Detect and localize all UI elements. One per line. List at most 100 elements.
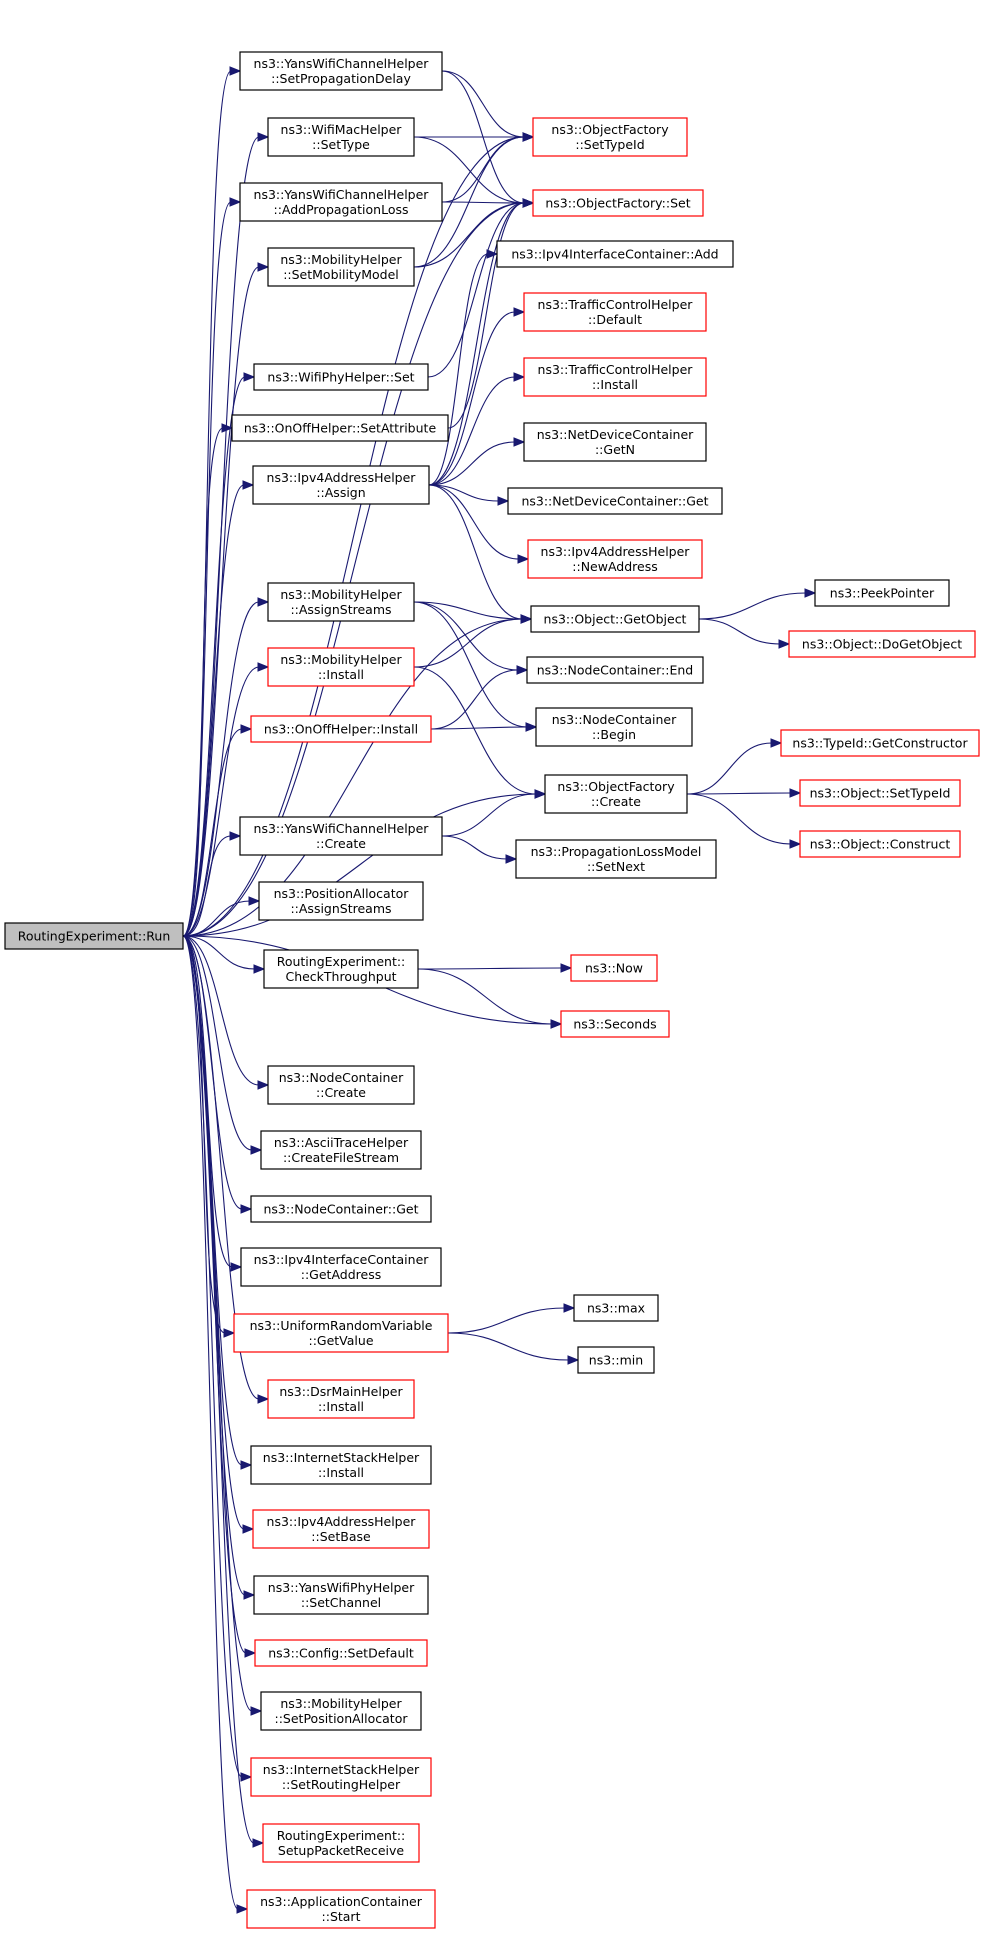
node-box — [267, 1065, 415, 1105]
node-peekpointer[interactable]: ns3::PeekPointer — [814, 579, 950, 607]
edge-root-to-yans-apl — [182, 197, 242, 937]
edge-root-to-appc-start — [182, 935, 249, 1914]
node-of-create[interactable]: ns3::ObjectFactory::Create — [544, 774, 688, 814]
node-config-sd[interactable]: ns3::Config::SetDefault — [254, 1639, 428, 1667]
node-posalloc[interactable]: ns3::PositionAllocator::AssignStreams — [258, 881, 424, 921]
node-ascii[interactable]: ns3::AsciiTraceHelper::CreateFileStream — [260, 1130, 422, 1170]
node-label: ns3::TrafficControlHelper — [538, 362, 694, 377]
node-obj-construct[interactable]: ns3::Object::Construct — [799, 830, 961, 858]
node-box — [267, 582, 415, 622]
node-label: ::Create — [316, 836, 366, 851]
node-appc-start[interactable]: ns3::ApplicationContainer::Start — [246, 1889, 436, 1929]
node-label: ::SetBase — [311, 1529, 371, 1544]
node-label: ns3::InternetStackHelper — [263, 1762, 420, 1777]
node-label: ns3::TypeId::GetConstructor — [792, 736, 968, 751]
node-obj-settypeid[interactable]: ns3::Object::SetTypeId — [799, 779, 961, 807]
node-ipv4ic-ga[interactable]: ns3::Ipv4InterfaceContainer::GetAddress — [240, 1247, 442, 1287]
node-max[interactable]: ns3::max — [573, 1294, 659, 1322]
node-label: ns3::MobilityHelper — [280, 1696, 402, 1711]
node-min[interactable]: ns3::min — [577, 1346, 655, 1374]
node-label: ::AssignStreams — [290, 602, 391, 617]
node-box — [515, 839, 717, 879]
edge-ipv4ah-assign-to-ndc-get — [428, 484, 510, 506]
node-label: ::Default — [588, 312, 642, 327]
node-ipv4ah-assign[interactable]: ns3::Ipv4AddressHelper::Assign — [252, 465, 430, 505]
edge-yans-create-to-of-create — [441, 789, 547, 837]
node-yans-apl[interactable]: ns3::YansWifiChannelHelper::AddPropagati… — [239, 182, 443, 222]
node-yansphy-sc[interactable]: ns3::YansWifiPhyHelper::SetChannel — [253, 1575, 429, 1615]
node-of-settypeid[interactable]: ns3::ObjectFactory::SetTypeId — [532, 117, 688, 157]
node-label: ns3::AsciiTraceHelper — [274, 1135, 409, 1150]
node-nc-begin[interactable]: ns3::NodeContainer::Begin — [535, 707, 693, 747]
node-now[interactable]: ns3::Now — [570, 954, 658, 982]
edge-yans-apl-to-of-settypeid — [441, 132, 535, 203]
node-of-set[interactable]: ns3::ObjectFactory::Set — [532, 189, 704, 217]
node-mob-smm[interactable]: ns3::MobilityHelper::SetMobilityModel — [267, 247, 415, 287]
node-ipv4ic-add[interactable]: ns3::Ipv4InterfaceContainer::Add — [496, 240, 734, 268]
node-label: ns3::ObjectFactory — [557, 779, 675, 794]
node-checkthr[interactable]: RoutingExperiment::CheckThroughput — [263, 949, 419, 989]
node-box — [523, 357, 707, 397]
node-box — [799, 830, 961, 858]
node-yans-spd[interactable]: ns3::YansWifiChannelHelper::SetPropagati… — [239, 51, 443, 91]
node-label: ns3::UniformRandomVariable — [250, 1318, 433, 1333]
node-box — [250, 1195, 432, 1223]
node-nc-end[interactable]: ns3::NodeContainer::End — [526, 656, 704, 684]
node-yans-create[interactable]: ns3::YansWifiChannelHelper::Create — [239, 816, 443, 856]
node-obj-getobject[interactable]: ns3::Object::GetObject — [530, 605, 700, 633]
node-label: ::Install — [318, 667, 364, 682]
node-ndc-get[interactable]: ns3::NetDeviceContainer::Get — [507, 487, 723, 515]
node-onoff-install[interactable]: ns3::OnOffHelper::Install — [250, 715, 432, 743]
node-label: ::GetN — [595, 442, 635, 457]
node-ipv4ah-sb[interactable]: ns3::Ipv4AddressHelper::SetBase — [252, 1509, 430, 1549]
node-plm-setnext[interactable]: ns3::PropagationLossModel::SetNext — [515, 839, 717, 879]
node-label: ::Assign — [316, 485, 365, 500]
node-nc-create[interactable]: ns3::NodeContainer::Create — [267, 1065, 415, 1105]
edge-checkthr-to-seconds — [417, 968, 563, 1029]
node-box — [262, 1823, 420, 1863]
node-box — [814, 579, 950, 607]
node-tch-install[interactable]: ns3::TrafficControlHelper::Install — [523, 357, 707, 397]
edge-ipv4ah-assign-to-ipv4ic-add — [428, 249, 499, 486]
edge-root-to-ipv4ic-ga — [182, 935, 243, 1272]
node-box — [535, 707, 693, 747]
node-seconds[interactable]: ns3::Seconds — [560, 1010, 670, 1038]
node-box — [239, 816, 443, 856]
node-obj-dogetobject[interactable]: ns3::Object::DoGetObject — [788, 630, 976, 658]
node-mob-spa[interactable]: ns3::MobilityHelper::SetPositionAllocato… — [260, 1691, 422, 1731]
node-nc-get[interactable]: ns3::NodeContainer::Get — [250, 1195, 432, 1223]
node-ish-srh[interactable]: ns3::InternetStackHelper::SetRoutingHelp… — [250, 1757, 432, 1797]
node-ipv4ah-na[interactable]: ns3::Ipv4AddressHelper::NewAddress — [527, 539, 703, 579]
edge-yans-spd-to-of-settypeid — [441, 70, 535, 142]
node-label: ns3::Ipv4AddressHelper — [267, 1514, 417, 1529]
node-wifimac[interactable]: ns3::WifiMacHelper::SetType — [267, 117, 415, 157]
node-label: ns3::NodeContainer::End — [537, 663, 693, 678]
node-box — [254, 1639, 428, 1667]
node-mob-as[interactable]: ns3::MobilityHelper::AssignStreams — [267, 582, 415, 622]
node-box — [507, 487, 723, 515]
node-dsr[interactable]: ns3::DsrMainHelper::Install — [267, 1379, 415, 1419]
node-setup-pr[interactable]: RoutingExperiment::SetupPacketReceive — [262, 1823, 420, 1863]
node-label: ::SetChannel — [301, 1595, 381, 1610]
node-label: ns3::Ipv4AddressHelper — [541, 544, 691, 559]
node-ish-install[interactable]: ns3::InternetStackHelper::Install — [250, 1445, 432, 1485]
node-onoff-sa[interactable]: ns3::OnOffHelper::SetAttribute — [231, 414, 449, 442]
node-label: ns3::YansWifiChannelHelper — [254, 821, 430, 836]
node-tch-default[interactable]: ns3::TrafficControlHelper::Default — [523, 292, 707, 332]
node-box — [250, 1445, 432, 1485]
node-wifiphy-set[interactable]: ns3::WifiPhyHelper::Set — [253, 363, 429, 391]
node-urv[interactable]: ns3::UniformRandomVariable::GetValue — [233, 1313, 449, 1353]
edge-root-to-yans-spd — [182, 66, 242, 937]
node-label: ::SetMobilityModel — [283, 267, 399, 282]
node-box — [246, 1889, 436, 1929]
node-typeid-gc[interactable]: ns3::TypeId::GetConstructor — [780, 729, 980, 757]
node-box — [267, 117, 415, 157]
node-box — [253, 1575, 429, 1615]
node-label: ::CreateFileStream — [283, 1150, 399, 1165]
node-mob-install[interactable]: ns3::MobilityHelper::Install — [267, 647, 415, 687]
node-box — [523, 292, 707, 332]
node-root[interactable]: RoutingExperiment::Run — [4, 922, 184, 950]
edge-checkthr-to-now — [417, 963, 573, 973]
node-ndc-getn[interactable]: ns3::NetDeviceContainer::GetN — [523, 422, 707, 462]
edge-root-to-config-sd — [182, 935, 257, 1658]
